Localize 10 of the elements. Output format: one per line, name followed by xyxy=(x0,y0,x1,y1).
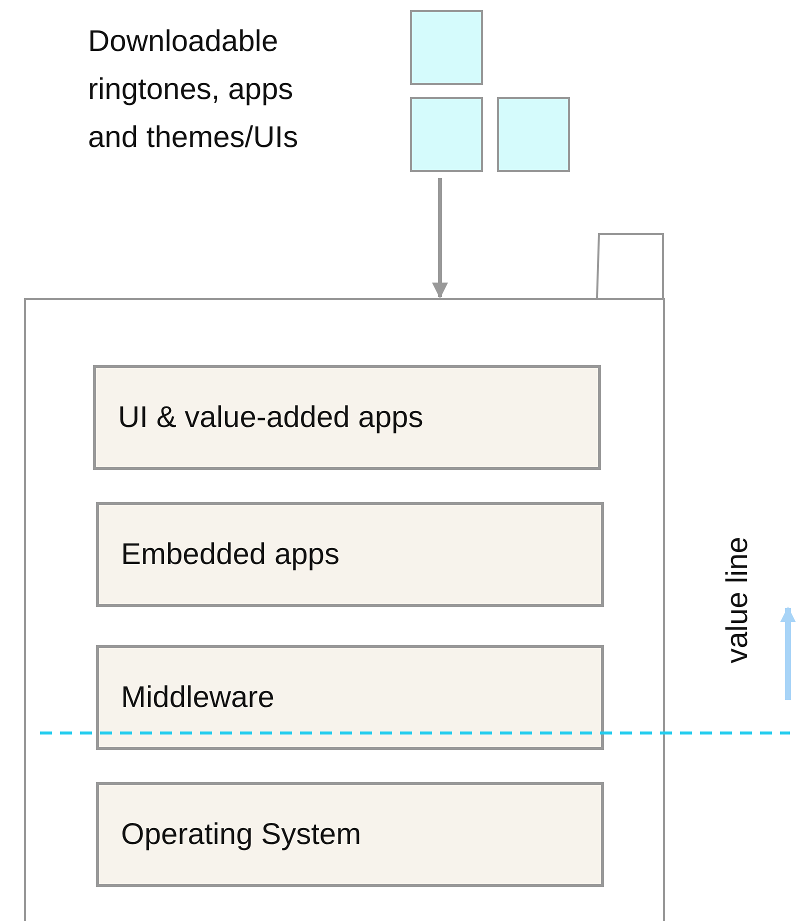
app-tile xyxy=(410,10,483,85)
layer-box: Middleware xyxy=(96,645,604,750)
app-tile xyxy=(410,97,483,172)
layer-box: Operating System xyxy=(96,782,604,887)
app-tile xyxy=(497,97,570,172)
arrow xyxy=(432,178,448,299)
layer-box: UI & value-added apps xyxy=(93,365,601,470)
caption-text: Downloadable ringtones, apps and themes/UIs xyxy=(88,18,323,162)
phone-outline xyxy=(24,298,665,921)
layer-box: Embedded apps xyxy=(96,502,604,607)
